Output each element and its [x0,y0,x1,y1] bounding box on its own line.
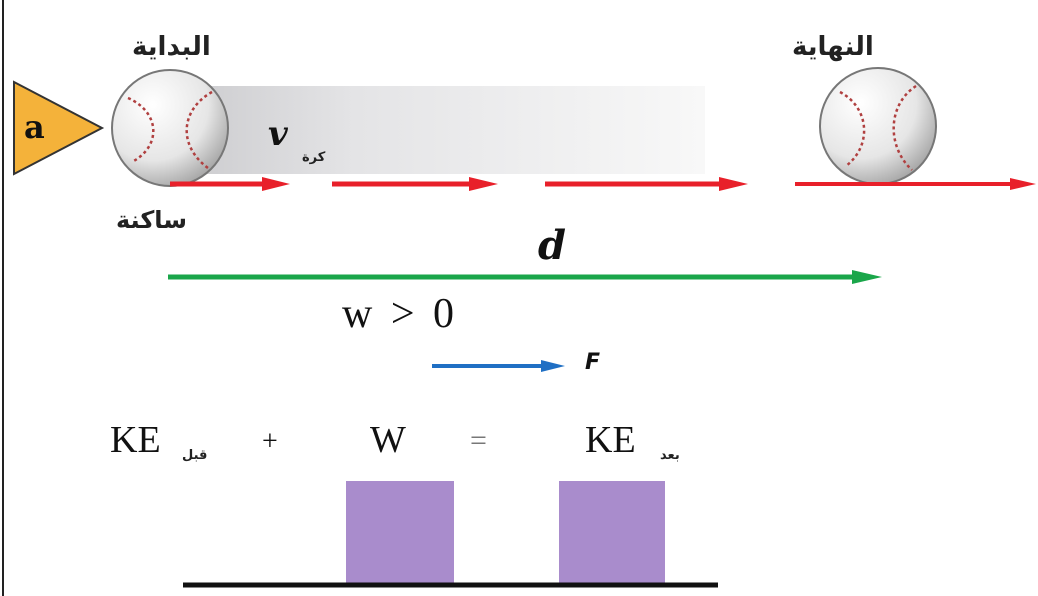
equals-sign: = [470,424,487,457]
force-arrow [432,360,565,372]
panel-marker-label: a [24,108,45,146]
work-bar [346,481,454,584]
start-label: البداية [132,32,211,62]
at-rest-label: ساكنة [116,206,187,234]
ke-after-subscript: بعد [660,448,680,463]
work-condition: w > 0 [342,291,459,337]
work-symbol: W [370,419,406,461]
displacement-arrow [168,270,882,284]
force-symbol: F [585,350,601,375]
velocity-symbol: v [268,114,288,154]
end-baseball [819,67,937,185]
ke-before-symbol: KE [110,419,161,461]
panel-marker [13,80,105,176]
ke-after-bar [559,481,665,584]
velocity-arrow-4 [795,178,1036,190]
velocity-subscript: كرة [302,150,326,165]
ke-before-subscript: قبل [182,448,208,463]
ke-after-symbol: KE [585,419,636,461]
end-label: النهاية [792,32,874,62]
velocity-arrow-1 [170,177,290,191]
plus-sign: + [262,426,278,457]
start-baseball [111,69,229,187]
displacement-symbol: d [538,222,566,269]
motion-trail [165,86,705,174]
velocity-arrow-3 [545,177,748,191]
velocity-arrow-2 [332,177,498,191]
